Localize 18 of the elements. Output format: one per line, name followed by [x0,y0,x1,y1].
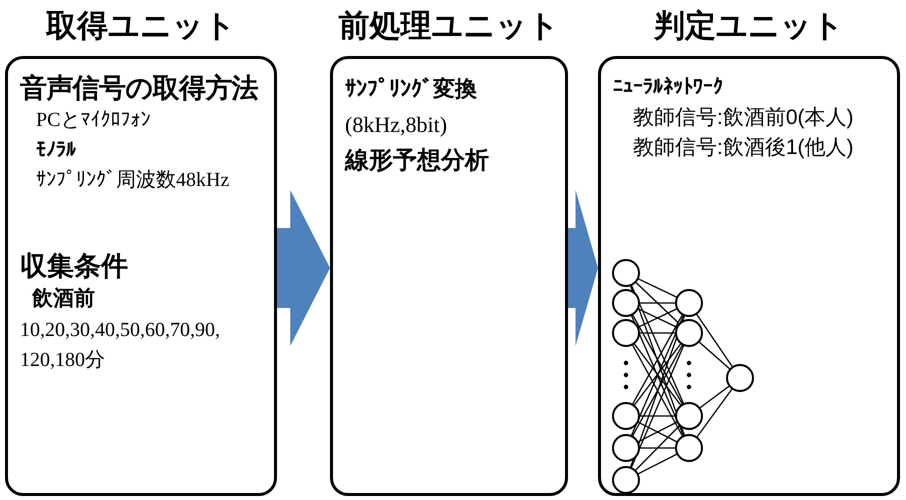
item-text: ﾓﾉﾗﾙ [35,138,76,163]
section-heading: 音声信号の取得方法 [20,72,258,105]
item-text: 教師信号:飲酒後1(他人) [632,135,854,161]
block-arrow [277,190,330,346]
unit-title: 前処理ユニット [338,7,560,45]
item-text: 飲酒前 [30,286,95,312]
item-text: (8kHz,8bit) [345,111,448,139]
unit-title: 取得ユニット [44,7,237,45]
item-text: PCとﾏｲｸﾛﾌｫﾝ [35,108,150,133]
item-text: 教師信号:飲酒前0(本人) [632,105,854,131]
section-heading: ﾆｭｰﾗﾙﾈｯﾄﾜｰｸ [613,75,723,100]
item-text: 10,20,30,40,50,60,70,90, 120,180分 [20,318,221,373]
unit-title: 判定ユニット [652,7,845,45]
section-heading: 収集条件 [20,250,128,283]
item-text: ｻﾝﾌﾟﾘﾝｸﾞ変換 [345,75,477,103]
item-text: ｻﾝﾌﾟﾘﾝｸﾞ周波数48kHz [35,168,230,193]
item-text: 線形予想分析 [345,146,489,176]
block-arrow [568,190,598,346]
